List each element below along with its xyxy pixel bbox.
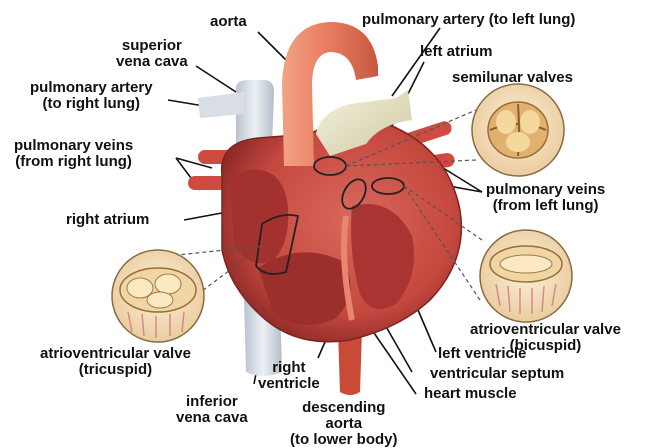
label-right-ventricle-line-1: right	[258, 360, 320, 376]
label-aorta: aorta	[210, 14, 247, 30]
label-pulmonary-artery-right-line-1: pulmonary artery	[30, 80, 153, 96]
label-superior-vena-cava-line-2: vena cava	[116, 54, 188, 70]
label-pulmonary-veins-right-line-2: (from right lung)	[14, 154, 133, 170]
pulmonary-artery-right	[198, 92, 244, 118]
label-semilunar-valves-line-1: semilunar valves	[452, 70, 573, 86]
label-pulmonary-veins-right: pulmonary veins (from right lung)	[14, 138, 133, 170]
bicuspid-valve-inset	[480, 230, 572, 322]
label-left-ventricle: left ventricle	[438, 346, 526, 362]
label-heart-muscle: heart muscle	[424, 386, 517, 402]
label-pulmonary-veins-left-line-2: (from left lung)	[486, 198, 605, 214]
label-pulmonary-veins-left-line-1: pulmonary veins	[486, 182, 605, 198]
label-right-atrium-line-1: right atrium	[66, 212, 149, 228]
tricuspid-valve-inset	[112, 250, 204, 342]
label-ventricular-septum: ventricular septum	[430, 366, 564, 382]
label-aorta-line-1: aorta	[210, 14, 247, 30]
label-left-ventricle-line-1: left ventricle	[438, 346, 526, 362]
label-descending-aorta-line-3: (to lower body)	[290, 432, 398, 448]
semilunar-valve-inset	[472, 84, 564, 176]
label-inferior-vena-cava-line-1: inferior	[176, 394, 248, 410]
label-av-valve-tricuspid: atrioventricular valve (tricuspid)	[40, 346, 191, 378]
label-descending-aorta-line-2: aorta	[290, 416, 398, 432]
label-pulmonary-artery-right: pulmonary artery (to right lung)	[30, 80, 153, 112]
label-pulmonary-artery-right-line-2: (to right lung)	[30, 96, 153, 112]
label-right-atrium: right atrium	[66, 212, 149, 228]
label-av-valve-tricuspid-line-1: atrioventricular valve	[40, 346, 191, 362]
label-pulmonary-artery-left: pulmonary artery (to left lung)	[362, 12, 575, 28]
label-inferior-vena-cava: inferior vena cava	[176, 394, 248, 426]
label-semilunar-valves: semilunar valves	[452, 70, 573, 86]
label-right-ventricle: right ventricle	[258, 360, 320, 392]
label-pulmonary-artery-left-line-1: pulmonary artery (to left lung)	[362, 12, 575, 28]
label-descending-aorta: descending aorta (to lower body)	[290, 400, 398, 448]
label-av-valve-bicuspid-line-1: atrioventricular valve	[470, 322, 621, 338]
label-ventricular-septum-line-1: ventricular septum	[430, 366, 564, 382]
label-pulmonary-veins-left: pulmonary veins (from left lung)	[486, 182, 605, 214]
label-descending-aorta-line-1: descending	[290, 400, 398, 416]
label-superior-vena-cava: superior vena cava	[116, 38, 188, 70]
label-pulmonary-veins-right-line-1: pulmonary veins	[14, 138, 133, 154]
label-heart-muscle-line-1: heart muscle	[424, 386, 517, 402]
label-right-ventricle-line-2: ventricle	[258, 376, 320, 392]
label-inferior-vena-cava-line-2: vena cava	[176, 410, 248, 426]
label-left-atrium-line-1: left atrium	[420, 44, 493, 60]
label-av-valve-tricuspid-line-2: (tricuspid)	[40, 362, 191, 378]
label-left-atrium: left atrium	[420, 44, 493, 60]
label-superior-vena-cava-line-1: superior	[116, 38, 188, 54]
